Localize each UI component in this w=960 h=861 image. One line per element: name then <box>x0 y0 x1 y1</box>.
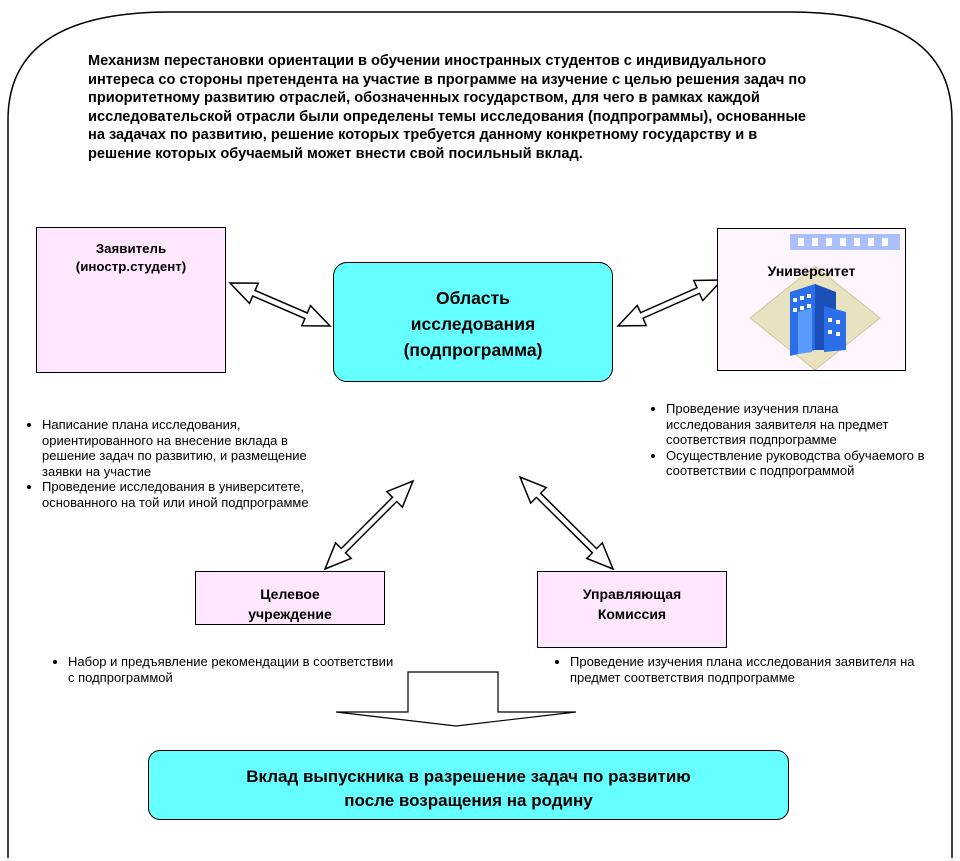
commission-line1: Управляющая <box>582 586 682 602</box>
university-building-icon <box>718 228 905 371</box>
university-note: Проведение изучения плана исследования з… <box>666 401 926 448</box>
applicant-title: Заявитель <box>95 241 167 256</box>
applicant-note: Написание плана исследования, ориентиров… <box>42 417 342 479</box>
research-area-box: Область исследования (подпрограмма) <box>333 262 613 382</box>
target-notes: Набор и предъявление рекомендации в соот… <box>46 654 398 685</box>
applicant-note: Проведение исследования в университете, … <box>42 479 342 510</box>
graduate-contribution-line2: после возращения на родину <box>344 791 593 810</box>
applicant-subtitle: (иностр.студент) <box>75 259 187 274</box>
commission-box: Управляющая Комиссия <box>537 571 727 648</box>
commission-note: Проведение изучения плана исследования з… <box>570 654 930 685</box>
target-institution-line1: Целевое <box>260 586 320 602</box>
university-note: Осуществление руководства обучаемого в с… <box>666 448 926 479</box>
mechanism-description: Механизм перестановки ориентации в обуче… <box>88 53 807 162</box>
target-institution-box: Целевое учреждение <box>195 571 385 625</box>
university-title: Университет <box>767 263 856 279</box>
arrow-university-center <box>616 279 724 327</box>
arrow-target-center <box>323 479 415 571</box>
research-area-line1: Область <box>436 288 510 308</box>
university-notes: Проведение изучения плана исследования з… <box>644 401 926 479</box>
target-institution-line2: учреждение <box>248 606 332 622</box>
outer-frame <box>7 11 953 858</box>
target-note: Набор и предъявление рекомендации в соот… <box>68 654 398 685</box>
research-area-line3: (подпрограмма) <box>403 340 543 360</box>
applicant-notes: Написание плана исследования, ориентиров… <box>20 417 342 510</box>
research-area-line2: исследования <box>410 314 536 334</box>
arrow-commission-center <box>518 475 615 571</box>
commission-notes: Проведение изучения плана исследования з… <box>548 654 930 685</box>
commission-line2: Комиссия <box>597 606 667 622</box>
applicant-box: Заявитель (иностр.студент) <box>36 227 226 373</box>
graduate-contribution-line1: Вклад выпускника в разрешение задач по р… <box>246 767 691 786</box>
down-arrow <box>335 671 577 727</box>
graduate-contribution-box: Вклад выпускника в разрешение задач по р… <box>148 750 789 820</box>
arrow-applicant-center <box>228 282 332 327</box>
university-box: Университет <box>717 228 906 371</box>
